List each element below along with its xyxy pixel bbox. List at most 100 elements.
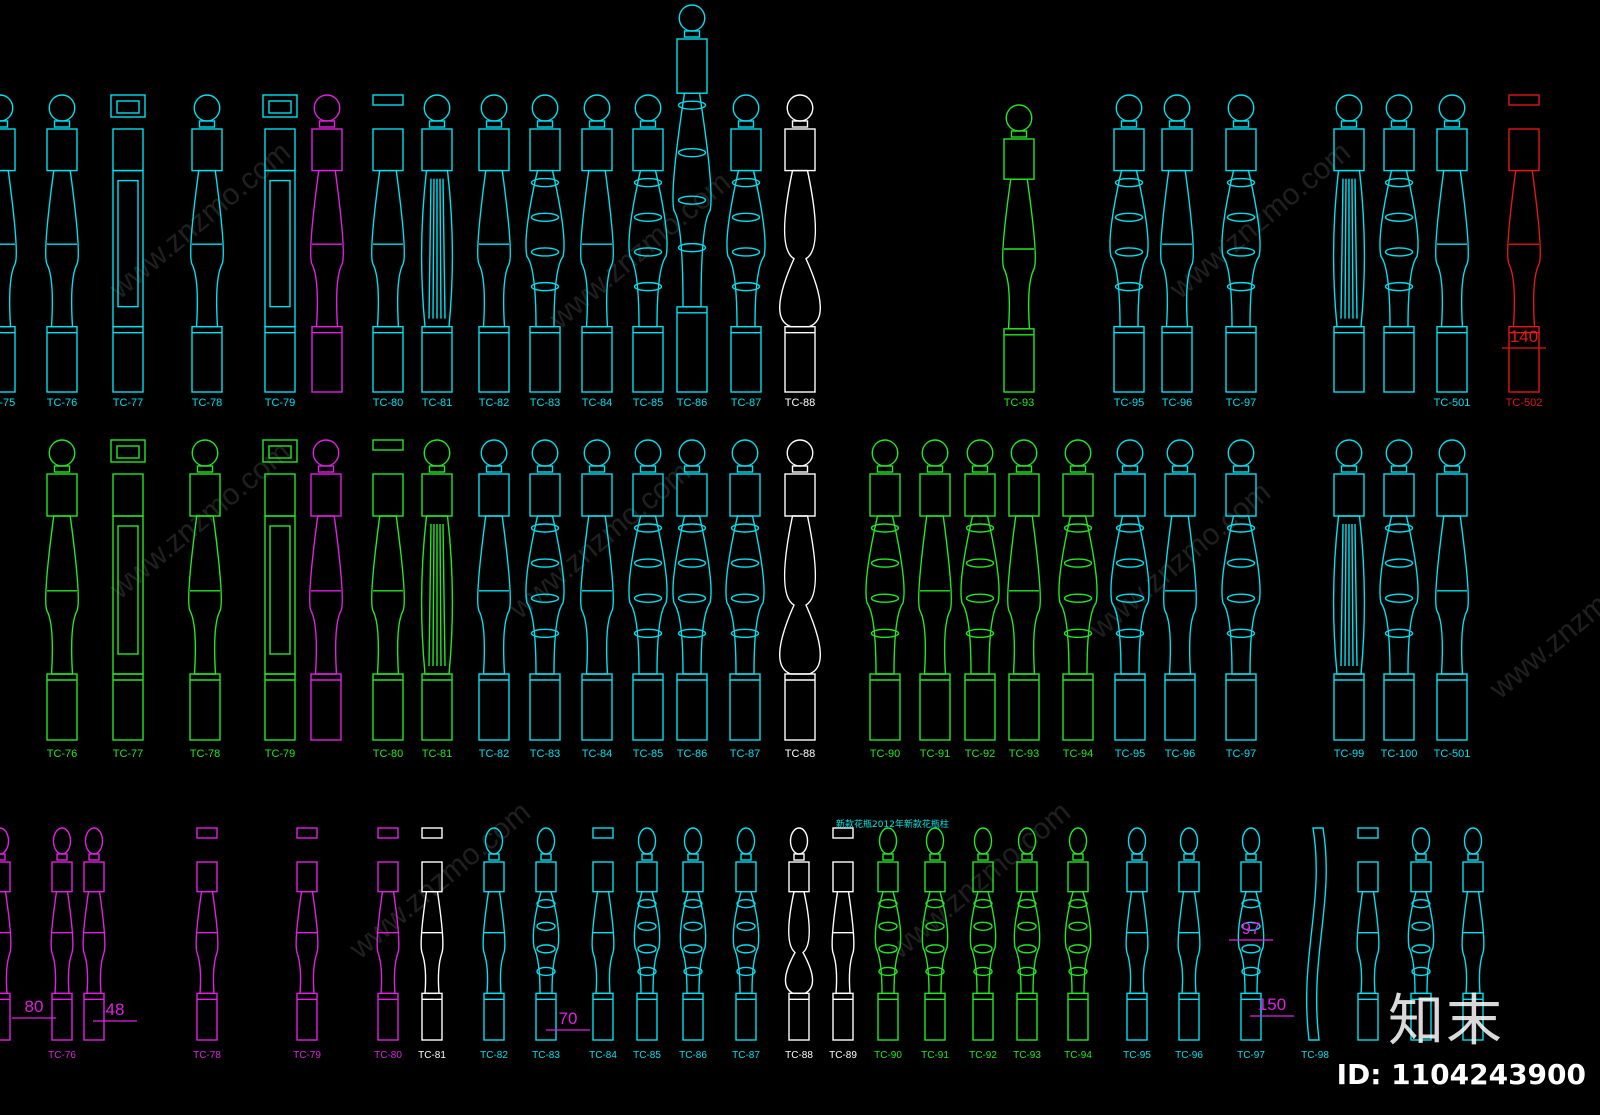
baluster-label: TC-79: [265, 748, 296, 760]
baluster: [110, 439, 146, 741]
baluster: [628, 439, 668, 741]
dimension-text: 140: [1510, 327, 1538, 346]
baluster-label: TC-77: [113, 748, 144, 760]
baluster-label: TC-92: [969, 1050, 997, 1061]
baluster: [45, 94, 79, 393]
baluster-layer: [0, 4, 1541, 1041]
baluster-label: TC-77: [113, 397, 144, 409]
baluster-label: TC-81: [422, 748, 453, 760]
baluster-label: TC-78: [193, 1050, 221, 1061]
label-layer: TC-75TC-76TC-77TC-78TC-79TC-80TC-81TC-82…: [0, 397, 1542, 1061]
dimension-text: 48: [106, 1000, 125, 1019]
baluster: [1379, 94, 1419, 393]
baluster: [1007, 439, 1041, 741]
baluster: [1237, 827, 1265, 1041]
baluster: [1407, 827, 1435, 1041]
watermark-text: www.znzmo.com: [543, 165, 737, 336]
baluster-label: TC-86: [679, 1050, 707, 1061]
baluster-label: TC-85: [633, 748, 664, 760]
baluster: [921, 827, 949, 1041]
baluster: [779, 439, 821, 741]
image-id: ID: 1104243900: [1336, 1058, 1586, 1091]
baluster: [110, 94, 146, 393]
baluster-label: TC-81: [418, 1050, 446, 1061]
baluster: [525, 94, 565, 393]
baluster-label: TC-87: [732, 1050, 760, 1061]
baluster-label: TC-82: [480, 1050, 508, 1061]
baluster-label: TC-80: [374, 1050, 402, 1061]
baluster-label: TC-98: [1301, 1050, 1329, 1061]
baluster: [1163, 439, 1197, 741]
baluster: [1125, 827, 1149, 1041]
baluster: [45, 439, 79, 741]
baluster-label: TC-93: [1004, 397, 1035, 409]
dimension-text: 70: [559, 1009, 578, 1028]
baluster-label: TC-75: [0, 397, 15, 409]
baluster: [477, 439, 511, 741]
baluster: [865, 439, 905, 741]
baluster: [960, 439, 1000, 741]
baluster: [1332, 94, 1366, 393]
baluster: [477, 94, 511, 393]
baluster-label: TC-83: [530, 397, 561, 409]
baluster-label: TC-92: [965, 748, 996, 760]
baluster-label: TC-87: [731, 397, 762, 409]
baluster-label: TC-93: [1013, 1050, 1041, 1061]
baluster-label: TC-82: [479, 748, 510, 760]
baluster-label: TC-76: [48, 1050, 76, 1061]
baluster: [190, 94, 224, 393]
baluster: [1507, 94, 1541, 393]
brand-logo: 知末: [1388, 989, 1504, 1054]
baluster-label: TC-87: [730, 748, 761, 760]
watermark-text: www.znzmo.com: [103, 135, 297, 306]
baluster: [262, 94, 298, 393]
baluster-label: TC-90: [874, 1050, 902, 1061]
baluster: [1109, 94, 1149, 393]
baluster-label: TC-95: [1114, 397, 1145, 409]
baluster: [310, 94, 344, 393]
baluster-label: TC-84: [582, 748, 613, 760]
baluster: [525, 439, 565, 741]
baluster-label: TC-79: [265, 397, 296, 409]
baluster: [672, 439, 712, 741]
baluster: [482, 827, 506, 1041]
baluster: [633, 827, 661, 1041]
baluster-label: TC-84: [582, 397, 613, 409]
baluster-label: TC-86: [677, 397, 708, 409]
baluster-label: TC-99: [1334, 748, 1365, 760]
baluster-label: TC-85: [633, 397, 664, 409]
baluster-label: TC-94: [1063, 748, 1094, 760]
baluster: [532, 827, 560, 1041]
baluster: [1306, 827, 1327, 1041]
baluster: [371, 439, 405, 741]
baluster-label: TC-88: [785, 748, 816, 760]
watermark-text: www.znzmo.com: [103, 435, 297, 606]
baluster: [82, 827, 106, 1041]
baluster-label: TC-96: [1175, 1050, 1203, 1061]
baluster-label: TC-76: [47, 748, 78, 760]
baluster-label: TC-82: [479, 397, 510, 409]
baluster-label: TC-86: [677, 748, 708, 760]
baluster-label: TC-78: [192, 397, 223, 409]
baluster: [591, 827, 615, 1041]
baluster: [1013, 827, 1041, 1041]
baluster-label: TC-76: [47, 397, 78, 409]
baluster-label: TC-88: [785, 1050, 813, 1061]
baluster-label: TC-78: [190, 748, 221, 760]
baluster-label: TC-97: [1226, 397, 1257, 409]
baluster: [831, 827, 855, 1041]
baluster: [1002, 104, 1036, 393]
baluster: [580, 439, 614, 741]
baluster: [1177, 827, 1201, 1041]
baluster: [0, 94, 17, 393]
baluster: [376, 827, 400, 1041]
baluster: [1379, 439, 1419, 741]
baluster: [679, 827, 707, 1041]
baluster-label: TC-100: [1381, 748, 1418, 760]
baluster: [309, 439, 343, 741]
baluster-label: TC-88: [785, 397, 816, 409]
baluster: [918, 439, 952, 741]
baluster-label: TC-501: [1434, 748, 1471, 760]
